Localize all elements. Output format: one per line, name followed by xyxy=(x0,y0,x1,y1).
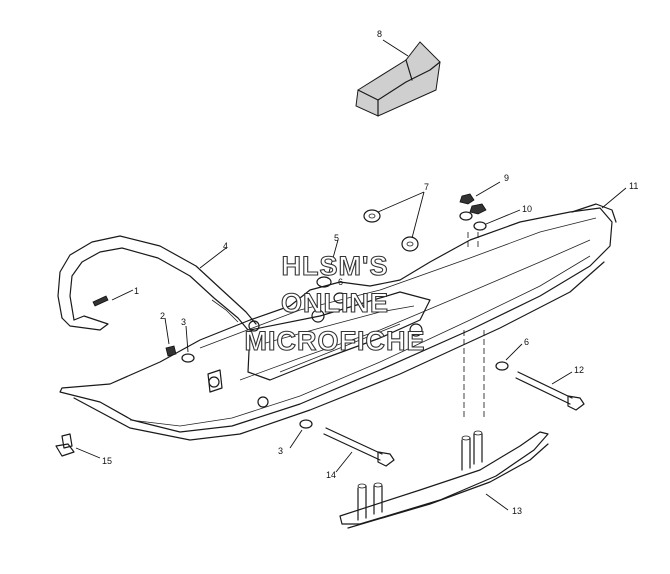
callout-labels: 8 7 9 10 11 4 5 1 2 3 6 12 3 14 13 15 6 xyxy=(102,29,638,516)
watermark-line-2: ONLINE xyxy=(281,288,389,318)
callout-2: 2 xyxy=(160,311,165,321)
hardware xyxy=(165,193,509,429)
callout-6-right: 6 xyxy=(524,337,529,347)
callout-11: 11 xyxy=(629,181,638,191)
callout-10: 10 xyxy=(522,204,532,214)
part-13-runner xyxy=(339,430,549,529)
callout-3-lower: 3 xyxy=(278,446,283,456)
leader-lines xyxy=(75,39,627,511)
watermark: HLSM'S ONLINE MICROFICHE xyxy=(244,250,426,356)
callout-3-upper: 3 xyxy=(181,317,186,327)
callout-13: 13 xyxy=(512,506,522,516)
callout-4: 4 xyxy=(223,241,228,251)
callout-8: 8 xyxy=(377,29,382,39)
callout-7: 7 xyxy=(424,182,429,192)
part-8-pad xyxy=(355,41,441,117)
watermark-line-3: MICROFICHE xyxy=(245,326,426,356)
part-15-screw xyxy=(55,433,75,457)
callout-15: 15 xyxy=(102,456,112,466)
part-14-bolt xyxy=(323,427,395,467)
watermark-line-1: HLSM'S xyxy=(282,251,389,281)
callout-12: 12 xyxy=(574,365,584,375)
callout-1: 1 xyxy=(134,286,139,296)
callout-9: 9 xyxy=(504,173,509,183)
part-12-bolt xyxy=(515,371,585,411)
part-1-pin xyxy=(92,295,109,307)
callout-6-left: 6 xyxy=(338,277,343,287)
part-11-ski xyxy=(59,203,617,441)
callout-14: 14 xyxy=(326,470,336,480)
callout-5: 5 xyxy=(334,233,339,243)
part-4-handle xyxy=(57,235,260,332)
